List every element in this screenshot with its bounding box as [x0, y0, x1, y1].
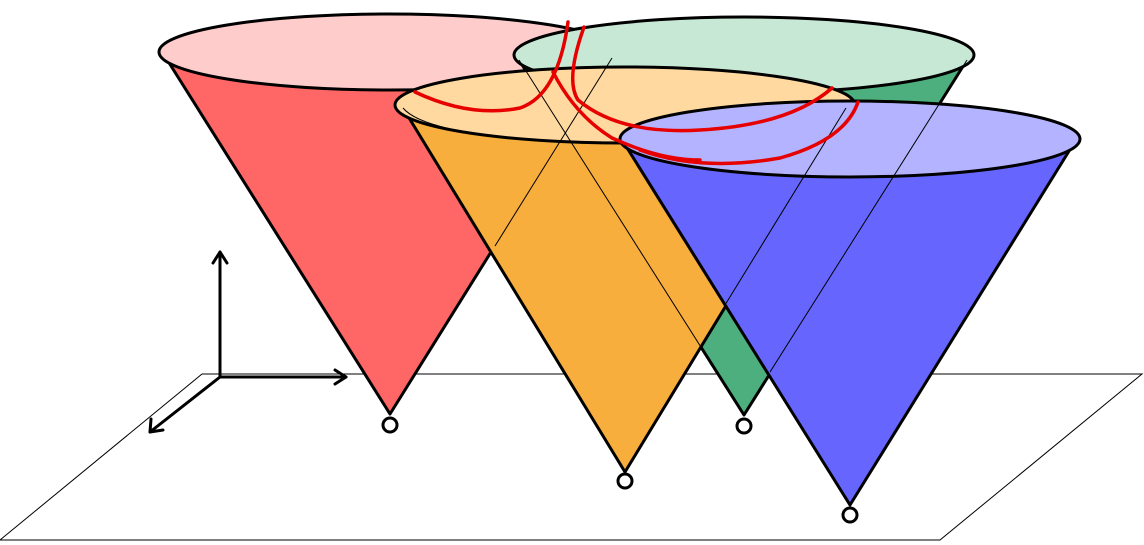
intersection-curve-4	[638, 100, 860, 166]
intersection-curve-1	[413, 20, 570, 113]
intersection-curve-3	[571, 25, 834, 133]
axis-horizontal-arrowhead	[333, 368, 348, 386]
hidden-edge-green-right	[769, 59, 968, 373]
coordinate-axes	[148, 250, 348, 434]
intersection-curves	[413, 20, 860, 166]
hidden-rim-orange	[402, 107, 621, 144]
apex-marker-blue	[841, 506, 859, 524]
apex-markers	[381, 416, 859, 524]
hidden-edge-red	[494, 57, 613, 247]
hidden-edge-green-left	[518, 59, 745, 416]
apex-marker-red	[381, 416, 399, 434]
hidden-edges	[402, 57, 968, 416]
cone-blue	[618, 99, 1082, 507]
axis-depth-arrowhead	[148, 417, 165, 434]
axis-depth	[148, 375, 222, 434]
cone-blue-rim	[618, 99, 1082, 179]
apex-marker-orange	[616, 472, 634, 490]
apex-marker-green	[735, 417, 753, 435]
ground-plane	[0, 373, 1144, 541]
axis-vertical-arrowhead	[211, 250, 229, 265]
